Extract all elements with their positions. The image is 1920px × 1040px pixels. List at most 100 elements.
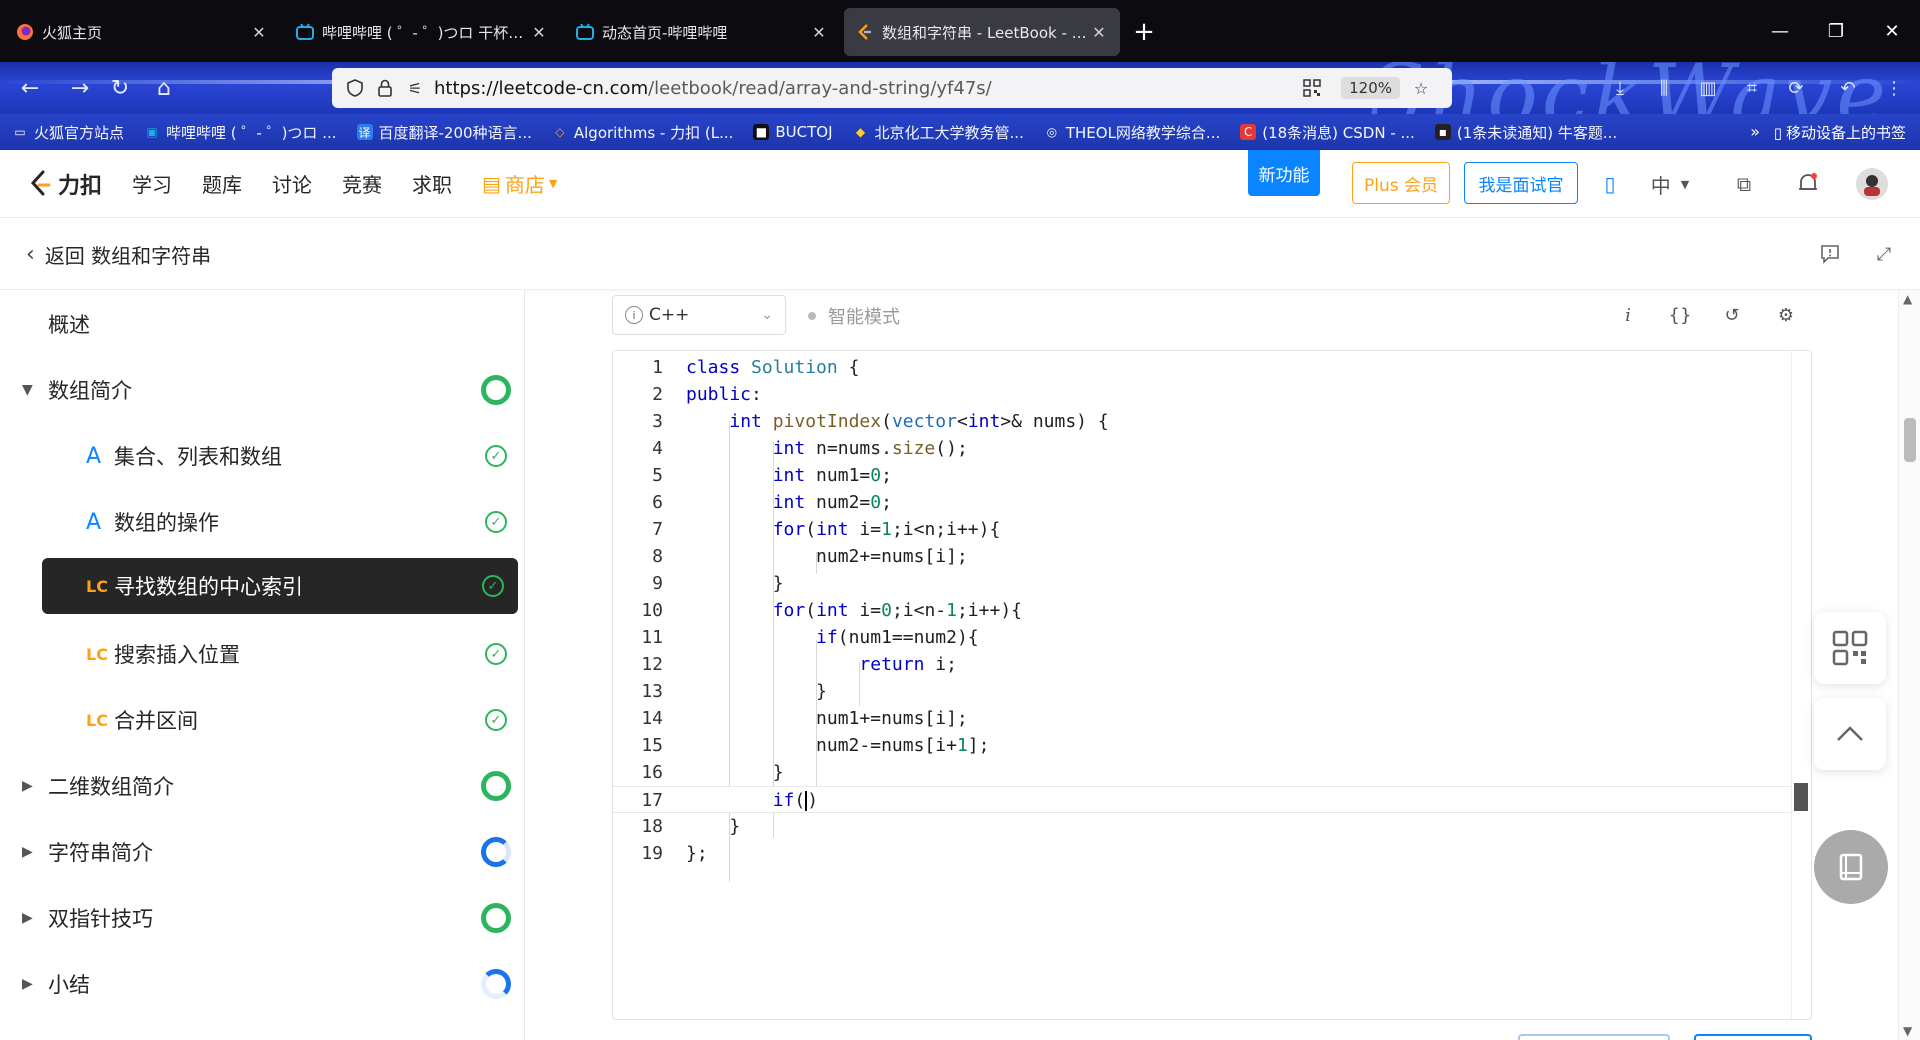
- bookmark-item[interactable]: ▪(1条未读通知) 牛客题...: [1434, 122, 1617, 143]
- leetcode-logo-icon: [30, 170, 51, 195]
- menu-item-discuss[interactable]: 讨论: [272, 173, 313, 197]
- sidebar-item-array-ops[interactable]: A 数组的操作 ✓: [0, 494, 525, 550]
- bookmark-item[interactable]: ◆北京化工大学教务管...: [853, 122, 1024, 143]
- forward-arrow-icon[interactable]: →: [70, 75, 90, 101]
- back-arrow-icon[interactable]: ←: [20, 75, 40, 101]
- bookmark-item[interactable]: 译百度翻译-200种语言...: [356, 123, 532, 142]
- menu-item-learn[interactable]: 学习: [132, 173, 173, 197]
- book-sidebar: 概述 ▼ 数组简介 A 集合、列表和数组 ✓ A 数组的操作 ✓ LC 寻找数组…: [0, 290, 525, 1040]
- sidebar-section-string-intro[interactable]: ▶ 字符串简介: [0, 824, 525, 880]
- sidebar-item-search-insert[interactable]: LC 搜索插入位置 ✓: [0, 626, 525, 682]
- library-icon[interactable]: ⫼: [1659, 77, 1669, 99]
- sidebar-section-2d-array[interactable]: ▶ 二维数组简介: [0, 758, 525, 814]
- bookmark-item[interactable]: C(18条消息) CSDN - ...: [1240, 122, 1415, 143]
- bookmark-item[interactable]: ▭火狐官方站点: [12, 122, 124, 143]
- close-window-icon[interactable]: ✕: [1884, 20, 1900, 42]
- editor-scrollbar[interactable]: [1791, 351, 1811, 1019]
- mobile-bookmarks[interactable]: ▯移动设备上的书签: [1773, 123, 1906, 143]
- restore-icon[interactable]: ❐: [1827, 20, 1845, 42]
- feedback-icon[interactable]: [1816, 240, 1844, 268]
- sidebar-item-merge-intervals[interactable]: LC 合并区间 ✓: [0, 692, 525, 748]
- plus-member-button[interactable]: Plus 会员: [1352, 162, 1450, 204]
- home-icon[interactable]: ⌂: [157, 75, 171, 101]
- address-bar[interactable]: ⚟ https://leetcode-cn.com/leetbook/read/…: [332, 68, 1452, 108]
- check-circle-icon: ✓: [485, 709, 507, 731]
- page-scrollbar[interactable]: ▲ ▼: [1898, 290, 1920, 1040]
- minimize-icon[interactable]: —: [1771, 20, 1789, 42]
- browser-tab-leetbook[interactable]: 数组和字符串 - LeetBook - 力扣 ✕: [844, 8, 1120, 56]
- sidebar-section-summary[interactable]: ▶ 小结: [0, 956, 525, 1012]
- info-icon: i: [625, 306, 643, 324]
- school-icon: ◆: [855, 125, 866, 139]
- scroll-down-icon[interactable]: ▼: [1903, 1024, 1913, 1038]
- info-italic-icon[interactable]: i: [1625, 304, 1631, 326]
- screenshot-icon[interactable]: ⌗: [1746, 77, 1758, 99]
- menu-icon[interactable]: ⋮: [1885, 77, 1903, 99]
- close-icon[interactable]: ✕: [812, 22, 826, 42]
- book-subheader: ‹ 返回 数组和字符串 ⤢: [0, 218, 1920, 290]
- bookmark-star-icon[interactable]: ☆: [1413, 78, 1429, 98]
- lock-icon[interactable]: [374, 77, 396, 99]
- browser-tab-firefox-home[interactable]: 火狐主页 ✕: [4, 8, 280, 56]
- check-circle-icon: ✓: [485, 445, 507, 467]
- sidebar-item-overview[interactable]: 概述: [48, 313, 90, 337]
- chevron-more-icon[interactable]: »: [1750, 122, 1760, 141]
- site-logo[interactable]: 力扣: [28, 168, 102, 200]
- reload-icon[interactable]: ↻: [110, 75, 130, 101]
- shield-icon[interactable]: [344, 77, 366, 99]
- bookmark-item[interactable]: ■BUCTOJ: [753, 123, 833, 141]
- submit-button[interactable]: [1694, 1034, 1812, 1040]
- progress-ring-complete: [481, 375, 511, 405]
- run-code-button[interactable]: [1518, 1034, 1670, 1040]
- bookmark-item[interactable]: ▣哔哩哔哩 ( ゜- ゜)つロ ...: [144, 122, 336, 143]
- menu-item-contest[interactable]: 竞赛: [342, 173, 383, 197]
- language-select[interactable]: i C++ ⌄: [612, 295, 786, 335]
- scroll-up-icon[interactable]: ▲: [1903, 292, 1913, 306]
- chevron-left-icon: ‹: [26, 242, 35, 267]
- sidebar-item-collections[interactable]: A 集合、列表和数组 ✓: [0, 428, 525, 484]
- notebook-float-button[interactable]: [1814, 830, 1888, 904]
- code-line: 9 }: [652, 573, 784, 594]
- scrollbar-thumb[interactable]: [1904, 418, 1916, 462]
- new-tab-button[interactable]: +: [1133, 17, 1155, 47]
- url-text[interactable]: https://leetcode-cn.com/leetbook/read/ar…: [434, 77, 992, 99]
- language-switch[interactable]: 中▼: [1650, 173, 1690, 198]
- permissions-icon[interactable]: ⚟: [407, 78, 423, 98]
- new-feature-badge[interactable]: 新功能: [1248, 150, 1320, 196]
- browser-tab-bilibili[interactable]: 哔哩哔哩 ( ゜- ゜)つロ 干杯~-bili ✕: [284, 8, 560, 56]
- expand-icon[interactable]: ⤢: [1876, 243, 1892, 265]
- zoom-level[interactable]: 120%: [1341, 77, 1400, 99]
- undo-close-icon[interactable]: ↶: [1840, 77, 1856, 99]
- interviewer-button[interactable]: 我是面试官: [1464, 162, 1578, 204]
- avatar[interactable]: [1856, 168, 1888, 200]
- close-icon[interactable]: ✕: [252, 22, 266, 42]
- settings-icon[interactable]: ⚙: [1777, 304, 1795, 326]
- reset-icon[interactable]: ↺: [1724, 304, 1740, 326]
- sidebar-section-array-intro[interactable]: ▼ 数组简介: [0, 362, 525, 418]
- close-icon[interactable]: ✕: [532, 22, 546, 42]
- menu-item-problems[interactable]: 题库: [202, 173, 243, 197]
- format-braces-icon[interactable]: {}: [1668, 304, 1692, 326]
- sidebar-section-two-pointers[interactable]: ▶ 双指针技巧: [0, 890, 525, 946]
- smart-mode-toggle[interactable]: 智能模式: [808, 303, 900, 329]
- sync-icon[interactable]: ⟳: [1788, 77, 1804, 99]
- menu-item-jobs[interactable]: 求职: [412, 173, 453, 197]
- sidebar-toggle-icon[interactable]: ▥: [1699, 77, 1717, 99]
- close-icon[interactable]: ✕: [1092, 22, 1106, 42]
- bilibili-icon: [576, 23, 594, 41]
- sidebar-item-pivot-index[interactable]: LC 寻找数组的中心索引 ✓: [42, 558, 518, 614]
- playground-icon[interactable]: ⧉: [1736, 172, 1752, 196]
- browser-tab-bilibili-feed[interactable]: 动态首页-哔哩哔哩 ✕: [564, 8, 840, 56]
- progress-ring-complete: [481, 771, 511, 801]
- bookmark-item[interactable]: ◇Algorithms - 力扣 (L...: [552, 122, 733, 143]
- mobile-icon[interactable]: ▯: [1604, 172, 1616, 196]
- qrcode-icon[interactable]: [1301, 77, 1323, 99]
- bookmark-item[interactable]: ◎THEOL网络教学综合...: [1044, 122, 1221, 143]
- qrcode-float-button[interactable]: [1814, 612, 1886, 684]
- menu-item-store[interactable]: ▤ 商店 ▼: [482, 171, 558, 198]
- bell-icon[interactable]: [1794, 170, 1822, 198]
- back-to-top-button[interactable]: [1814, 698, 1886, 770]
- download-icon[interactable]: ⤓: [1616, 77, 1624, 99]
- back-to-book-link[interactable]: ‹ 返回 数组和字符串: [26, 242, 212, 268]
